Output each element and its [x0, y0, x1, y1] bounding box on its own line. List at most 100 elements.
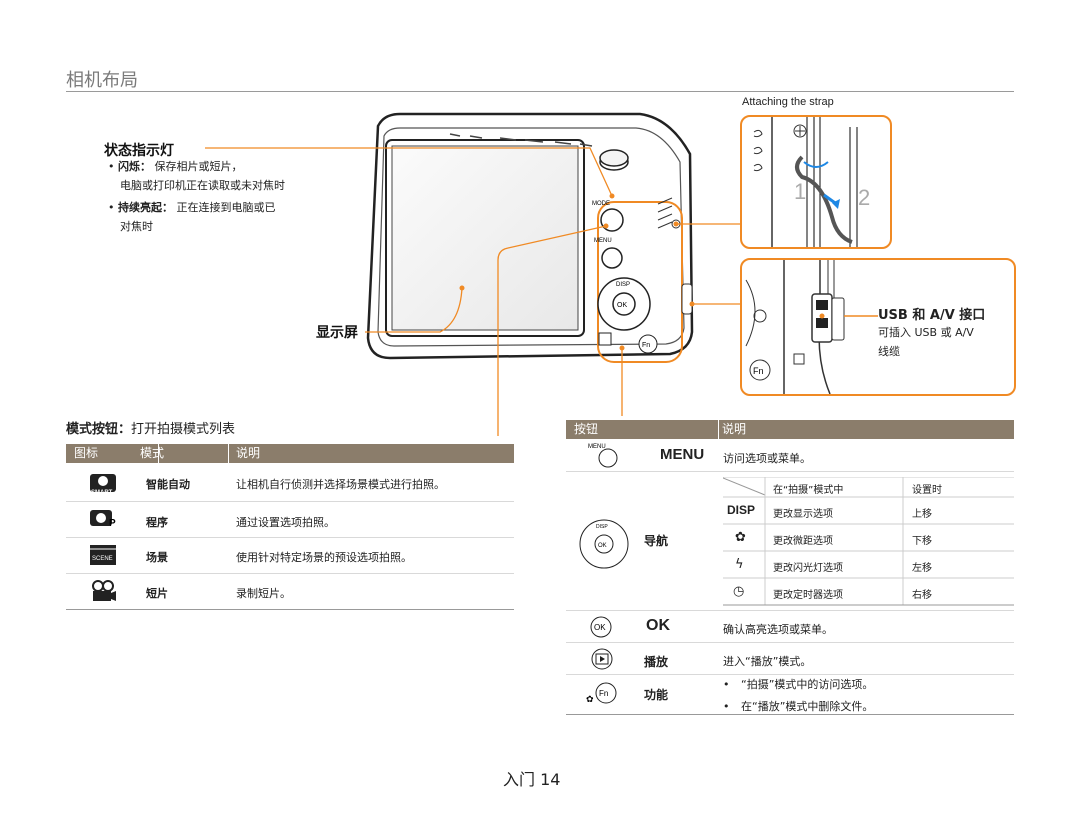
- strap-step-2: 2: [858, 185, 871, 210]
- svg-text:SCENE: SCENE: [92, 556, 113, 562]
- svg-text:Fn: Fn: [642, 342, 650, 349]
- title-divider: [66, 91, 1014, 92]
- camera-back-illustration: OK DISP Fn MODE MENU: [366, 112, 694, 363]
- nav-disp-setting: 上移: [912, 509, 932, 520]
- mode-desc-smart-auto: 让相机自行侦测并选择场景模式进行拍照。: [236, 478, 445, 491]
- mode-name-smart-auto: 智能自动: [146, 478, 190, 491]
- usb-port-illustration: Fn: [745, 260, 878, 395]
- row-divider: [566, 610, 1014, 611]
- status-lamp-bullet-2: • 持续亮起： 正在连接到电脑或已: [108, 201, 276, 214]
- row-divider: [566, 674, 1014, 675]
- svg-text:Fn: Fn: [753, 366, 764, 376]
- row-divider: [566, 471, 1014, 472]
- status-lamp-bullet-1: • 闪烁： 保存相片或短片，: [108, 160, 243, 173]
- mode-desc-program: 通过设置选项拍照。: [236, 516, 335, 529]
- svg-text:MODE: MODE: [592, 201, 610, 207]
- header-sep: [158, 444, 159, 463]
- fn-desc-2-text: 在“播放”模式中删除文件。: [741, 700, 874, 713]
- menu-button-name: MENU: [660, 446, 705, 463]
- mode-button-title: 模式按钮：: [66, 422, 132, 437]
- svg-text:DISP: DISP: [616, 282, 630, 288]
- svg-text:✿: ✿: [586, 695, 594, 705]
- usb-desc-line2: 线缆: [878, 345, 900, 358]
- nav-disp-shooting: 更改显示选项: [773, 509, 833, 520]
- usb-desc-line1: 可插入 USB 或 A/V: [878, 326, 974, 339]
- disp-icon: DISP: [727, 503, 756, 517]
- mode-header-icon: 图标: [74, 446, 99, 460]
- play-button-icon: [590, 647, 614, 674]
- mode-name-scene: 场景: [146, 551, 168, 564]
- mode-header-desc: 说明: [236, 446, 261, 460]
- mode-table-header: 图标 模式 说明: [66, 444, 514, 463]
- nav-macro-shooting: 更改微距选项: [773, 536, 833, 547]
- buttons-header-desc: 说明: [722, 422, 747, 436]
- svg-text:DISP: DISP: [596, 524, 608, 530]
- svg-text:MENU: MENU: [594, 238, 612, 244]
- ok-button-desc: 确认高亮选项或菜单。: [723, 623, 833, 636]
- strap-illustration: [753, 117, 858, 247]
- program-icon: P: [88, 506, 118, 533]
- fn-button-desc-1: • “拍摄”模式中的访问选项。: [723, 678, 874, 691]
- status-lamp-term-2: 持续亮起：: [118, 201, 173, 214]
- row-divider: [566, 642, 1014, 643]
- play-button-desc: 进入“播放”模式。: [723, 655, 812, 668]
- macro-icon: ✿: [735, 530, 746, 545]
- usb-title: USB 和 A/V 接口: [878, 308, 986, 323]
- scene-icon: SCENE: [88, 543, 118, 570]
- nav-timer-setting: 右移: [912, 590, 932, 601]
- status-lamp-text-1: 保存相片或短片，: [154, 160, 243, 173]
- svg-text:SMART: SMART: [91, 490, 113, 496]
- strap-step-1: 1: [794, 179, 807, 204]
- mode-desc-scene: 使用针对特定场景的预设选项拍照。: [236, 551, 412, 564]
- nav-timer-shooting: 更改定时器选项: [773, 590, 843, 601]
- svg-text:Fn: Fn: [599, 689, 608, 698]
- menu-button-icon: MENU: [586, 440, 626, 473]
- svg-text:OK: OK: [617, 302, 627, 309]
- buttons-table-header: 按钮 说明: [566, 420, 1014, 439]
- fn-desc-1-text: “拍摄”模式中的访问选项。: [741, 678, 874, 691]
- status-lamp-title: 状态指示灯: [104, 143, 174, 159]
- header-sep: [228, 444, 229, 463]
- buttons-header-button: 按钮: [574, 422, 599, 436]
- nav-subheader-setting: 设置时: [912, 485, 942, 496]
- ok-button-name: OK: [646, 617, 670, 634]
- smart-auto-icon: SMART: [88, 470, 118, 499]
- display-label: 显示屏: [316, 325, 358, 341]
- mode-button-heading: 模式按钮：打开拍摄模式列表: [66, 418, 235, 437]
- nav-button-icon: OK DISP: [576, 516, 632, 575]
- strap-caption: Attaching the strap: [742, 96, 834, 108]
- status-lamp-term-1: 闪烁：: [118, 160, 151, 173]
- timer-icon: ◷: [733, 584, 745, 599]
- status-lamp-cont-1: 电脑或打印机正在读取或未对焦时: [120, 179, 285, 192]
- mode-header-mode: 模式: [140, 446, 165, 460]
- nav-subtable-grid: [723, 477, 1014, 606]
- nav-flash-shooting: 更改闪光灯选项: [773, 563, 843, 574]
- mode-desc-movie: 录制短片。: [236, 587, 291, 600]
- svg-text:MENU: MENU: [588, 444, 606, 450]
- mode-button-title-desc: 打开拍摄模式列表: [131, 422, 236, 437]
- status-lamp-cont-2: 对焦时: [120, 220, 153, 233]
- page-footer: 入门 14: [503, 770, 561, 789]
- play-button-name: 播放: [644, 655, 669, 669]
- menu-button-desc: 访问选项或菜单。: [723, 452, 811, 465]
- header-sep: [718, 420, 719, 439]
- row-divider: [66, 537, 514, 538]
- fn-button-icon: ✿ Fn: [586, 680, 618, 709]
- svg-text:OK: OK: [598, 543, 607, 549]
- nav-macro-setting: 下移: [912, 536, 932, 547]
- svg-text:P: P: [109, 518, 116, 529]
- page-title: 相机布局: [66, 70, 138, 91]
- flash-icon: ϟ: [735, 557, 744, 572]
- mode-name-movie: 短片: [146, 587, 168, 600]
- fn-button-name: 功能: [644, 688, 669, 702]
- ok-button-icon: OK: [589, 615, 613, 642]
- usb-inset: Fn USB 和 A/V 接口 可插入 USB 或 A/V 线缆: [740, 258, 1016, 396]
- movie-icon: [88, 579, 118, 606]
- nav-button-name: 导航: [644, 534, 669, 548]
- strap-inset: 1 2: [740, 115, 892, 249]
- row-divider: [66, 501, 514, 502]
- nav-subheader-shooting: 在“拍摄”模式中: [773, 485, 844, 496]
- table-end-line: [566, 714, 1014, 715]
- mode-name-program: 程序: [146, 516, 168, 529]
